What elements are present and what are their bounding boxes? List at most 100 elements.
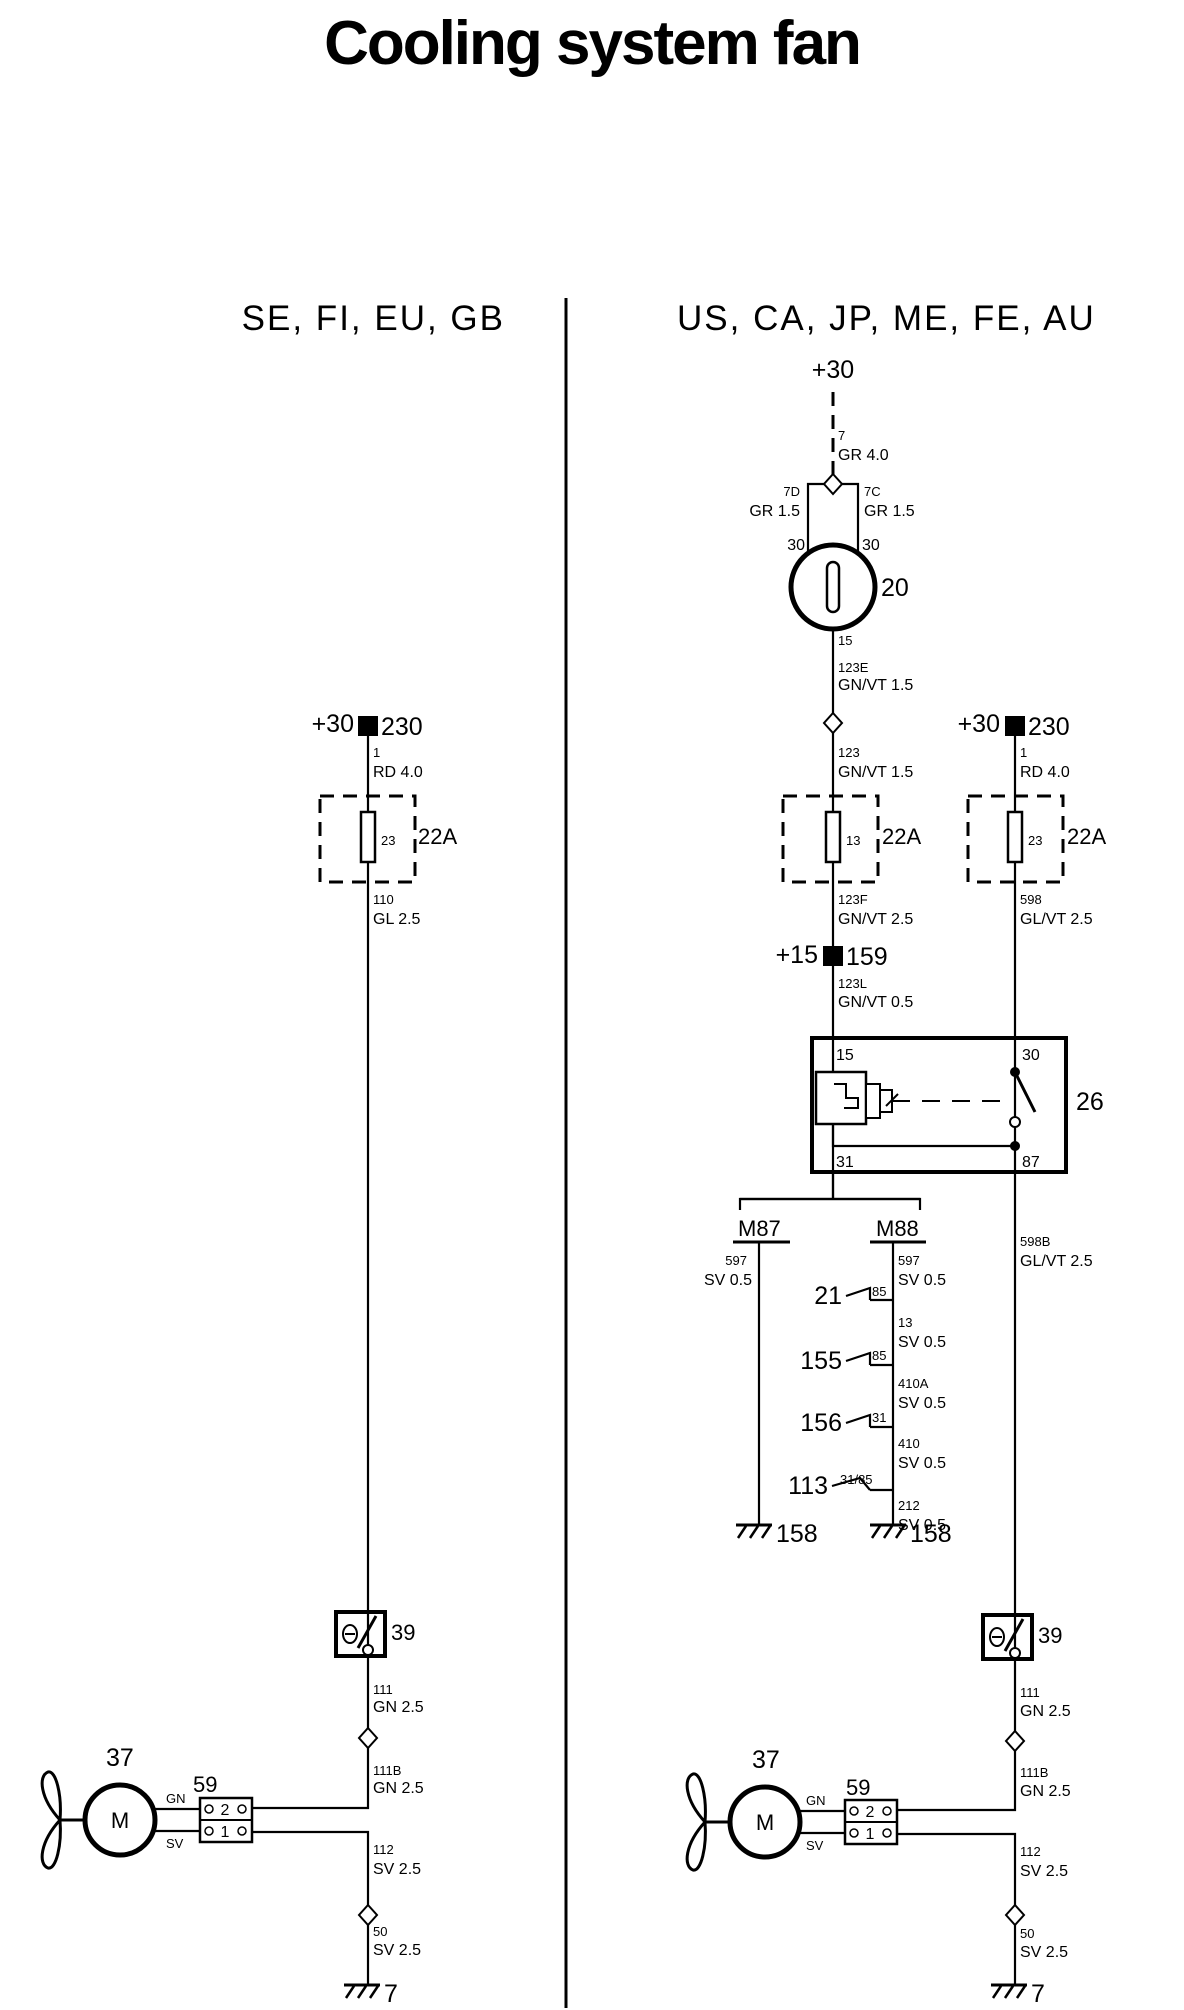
wire-spec: SV 0.5 xyxy=(898,1395,946,1412)
wire-number: 123F xyxy=(838,892,868,907)
wire-number: 410 xyxy=(898,1436,920,1451)
relay-label: 26 xyxy=(1076,1088,1104,1116)
left-circuit: +30 230 1 RD 4.0 23 22A 110 GL 2.5 39 11… xyxy=(40,710,457,2008)
supply-num: 230 xyxy=(381,713,423,741)
wire-number: 123E xyxy=(838,660,869,675)
wire-spec: SV 0.5 xyxy=(898,1334,946,1351)
wire-spec: SV 2.5 xyxy=(1020,1863,1068,1880)
wire-number: 1 xyxy=(373,745,380,760)
fan-blade xyxy=(40,1816,62,1870)
wire-number: 13 xyxy=(898,1315,912,1330)
wire-number: 50 xyxy=(1020,1926,1034,1941)
ign-label: 20 xyxy=(881,574,909,602)
node-label: 21 xyxy=(814,1282,842,1310)
wire-color: GN xyxy=(806,1793,826,1808)
wire-number: 111B xyxy=(1020,1765,1048,1780)
wire-number: 212 xyxy=(898,1498,920,1513)
fuse-pin: 13 xyxy=(846,833,860,848)
wire-number: 410A xyxy=(898,1376,929,1391)
wire-number: 110 xyxy=(373,892,394,907)
relay-pin: 31 xyxy=(836,1154,854,1171)
relay-pin: 15 xyxy=(836,1047,854,1064)
wire-spec: GN/VT 1.5 xyxy=(838,677,913,694)
diagram-title: Cooling system fan xyxy=(324,9,862,78)
wire-spec: SV 2.5 xyxy=(373,1861,421,1878)
fuse-label: 22A xyxy=(418,824,457,849)
node-label: 155 xyxy=(800,1347,842,1375)
wire-number: 1 xyxy=(1020,745,1027,760)
fuse-label: 22A xyxy=(882,824,921,849)
wire-number: 112 xyxy=(373,1842,394,1857)
wire-number: 597 xyxy=(898,1253,920,1268)
wire-number: 50 xyxy=(373,1924,387,1939)
node-label: 113 xyxy=(788,1472,828,1500)
wire-spec: RD 4.0 xyxy=(1020,764,1070,781)
splice xyxy=(357,1903,379,1927)
connector-pin: 2 xyxy=(221,1802,230,1819)
plus15-num: 159 xyxy=(846,943,888,971)
wire-color: SV xyxy=(166,1836,184,1851)
wire-spec: SV 0.5 xyxy=(898,1272,946,1289)
wire-number: 111 xyxy=(1020,1685,1040,1700)
node-pin: 85 xyxy=(872,1348,886,1363)
connector-pin: 1 xyxy=(221,1824,230,1841)
node-pin: 31 xyxy=(872,1410,886,1425)
wire-spec: GL/VT 2.5 xyxy=(1020,1253,1093,1270)
wire-spec: GR 1.5 xyxy=(864,503,915,520)
splice xyxy=(822,711,844,735)
fuse-element xyxy=(824,810,842,864)
motor-label: 37 xyxy=(106,1744,134,1772)
wire-number: 7 xyxy=(838,428,845,443)
wire-number: 123L xyxy=(838,976,867,991)
wire-number: 598 xyxy=(1020,892,1042,907)
fan-blade xyxy=(685,1772,707,1826)
fuse-pin: 23 xyxy=(381,833,395,848)
wire-spec: GN/VT 1.5 xyxy=(838,764,913,781)
motor-label: 37 xyxy=(752,1746,780,1774)
thermal-switch xyxy=(981,1613,1034,1661)
wire-number: 112 xyxy=(1020,1844,1041,1859)
ground-label: 158 xyxy=(776,1520,818,1548)
fuse-box xyxy=(966,794,1065,884)
connector-pin: 1 xyxy=(866,1826,875,1843)
connector-pin: 2 xyxy=(866,1804,875,1821)
supply-term: +30 xyxy=(958,710,1000,738)
ground-label: 7 xyxy=(384,1980,398,2008)
right-section-header: US, CA, JP, ME, FE, AU xyxy=(677,299,1096,338)
fuse-pin: 23 xyxy=(1028,833,1042,848)
node-label: 156 xyxy=(800,1409,842,1437)
fan-blade xyxy=(40,1770,62,1824)
supply-term: +30 xyxy=(312,710,354,738)
fan-relay xyxy=(810,1036,1068,1174)
wire-spec: GN 2.5 xyxy=(373,1780,424,1797)
fan-blade xyxy=(685,1818,707,1872)
wire-spec: SV 0.5 xyxy=(704,1272,752,1289)
supply-terminal xyxy=(1005,716,1025,736)
switch-label: 39 xyxy=(1038,1623,1062,1648)
splice xyxy=(357,1726,379,1750)
wire-spec: SV 2.5 xyxy=(1020,1944,1068,1961)
wire-spec: GN/VT 2.5 xyxy=(838,911,913,928)
wire-spec: RD 4.0 xyxy=(373,764,423,781)
wire-spec: GL 2.5 xyxy=(373,911,421,928)
wire-spec: GN 2.5 xyxy=(1020,1783,1071,1800)
left-section-header: SE, FI, EU, GB xyxy=(242,299,505,338)
connector-label: 59 xyxy=(846,1775,870,1800)
wire-number: 7D xyxy=(783,484,800,499)
fuse-element xyxy=(359,810,377,864)
wire-color: GN xyxy=(166,1791,186,1806)
wire-spec: GL/VT 2.5 xyxy=(1020,911,1093,928)
ign-pin: 30 xyxy=(862,537,880,554)
connector-label: 59 xyxy=(193,1772,217,1797)
wire-spec: GN 2.5 xyxy=(1020,1703,1071,1720)
motor-letter: M xyxy=(111,1808,129,1833)
plus15-term: +15 xyxy=(776,941,818,969)
node-pin: 31/85 xyxy=(840,1472,873,1487)
wire-spec: GR 1.5 xyxy=(749,503,800,520)
wire-number: 7C xyxy=(864,484,881,499)
ground-label: 158 xyxy=(910,1520,952,1548)
ign-pin: 30 xyxy=(787,537,805,554)
supply-term: +30 xyxy=(812,356,854,384)
fuse-box xyxy=(318,794,417,884)
